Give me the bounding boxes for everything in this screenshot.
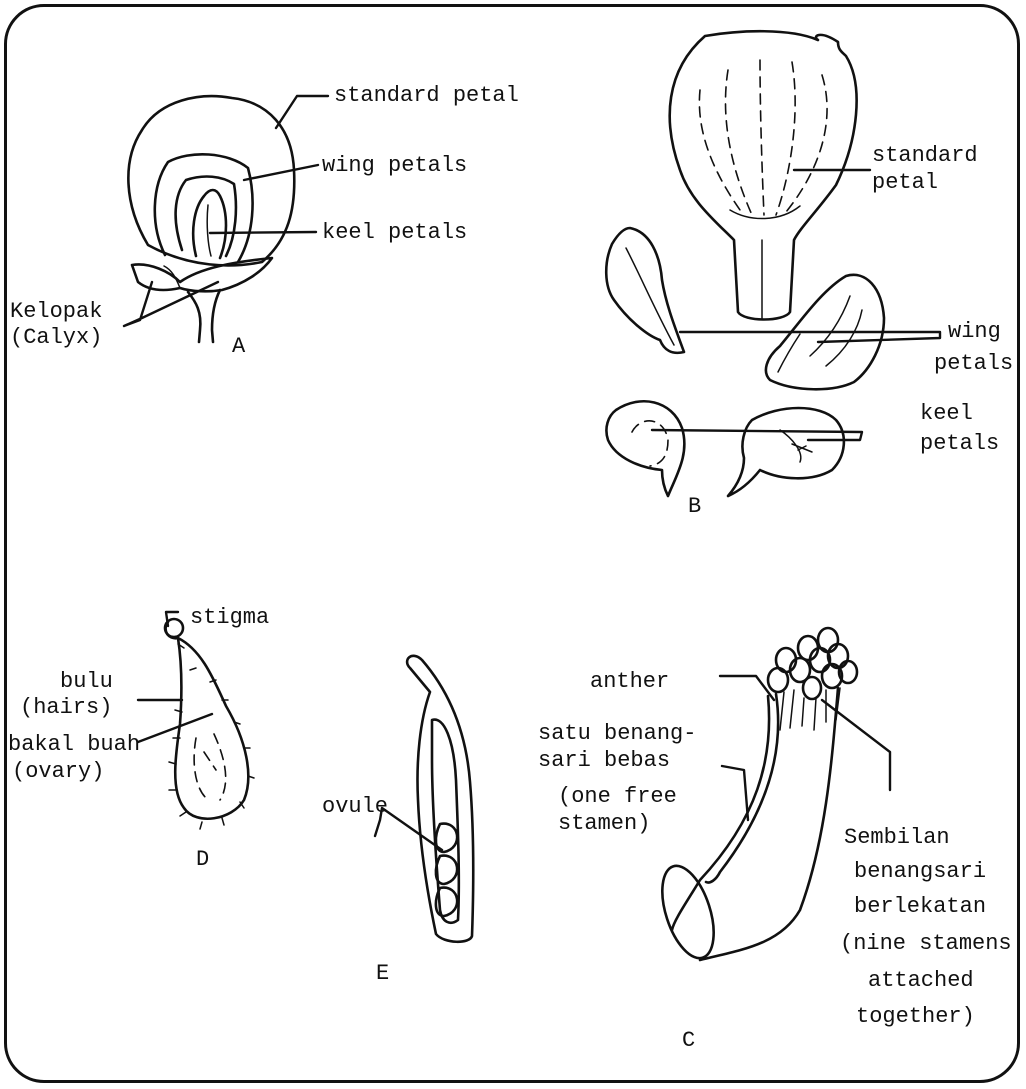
label-c-nine-line6: together) [856,1003,975,1030]
label-d-letter: D [196,846,209,873]
figure-e-ovary-section [407,656,473,942]
label-d-stigma: stigma [190,604,269,631]
label-a-standard-petal: standard petal [334,82,519,109]
label-c-nine-line1: Sembilan [844,824,950,851]
b-right-keel-shading [780,430,812,462]
label-b-wing-line2: petals [934,350,1013,377]
label-c-free-line4: stamen) [558,810,650,837]
b-right-keel-petal [728,408,844,496]
d-pistil-outline [166,622,249,819]
label-c-free-line1: satu benang- [538,720,696,747]
label-c-free-line2: sari bebas [538,747,670,774]
b-left-keel-petal [606,401,684,496]
figure-c-stamens [652,628,857,964]
leader-c-free [722,766,748,820]
b-standard-veins [699,60,827,318]
c-staminal-tube [672,688,838,960]
label-c-free-line3: (one free [558,783,677,810]
label-a-calyx-english: (Calyx) [10,324,102,351]
label-a-wing-petals: wing petals [322,152,467,179]
label-d-ovary-malay: bakal buah [8,731,140,758]
label-a-keel-petals: keel petals [322,219,467,246]
label-b-wing-line1: wing [948,318,1001,345]
a-calyx-detail [164,266,180,288]
leader-a-wing [244,165,318,180]
figure-b-petals [606,31,884,496]
c-free-stamen [706,694,778,883]
a-keel-vein [207,205,211,256]
label-c-anther: anther [590,668,669,695]
c-filaments [780,688,840,730]
label-b-letter: B [688,493,701,520]
a-pedicel [188,290,220,342]
label-d-ovary-english: (ovary) [12,758,104,785]
label-b-standard-line2: petal [872,169,938,196]
label-c-nine-line2: benangsari [854,858,986,885]
leader-b-wing [680,332,940,342]
label-c-letter: C [682,1027,695,1054]
label-d-hairs-malay: bulu [60,668,113,695]
leader-c-anther [720,676,774,700]
a-wing-inner-outline [176,177,236,256]
label-b-keel-line2: petals [920,430,999,457]
label-c-nine-line5: attached [868,967,974,994]
b-left-wing-petal [606,228,684,353]
b-left-keel-vein [632,421,668,466]
e-ovule-2 [436,856,457,884]
label-b-keel-line1: keel [920,400,973,427]
label-c-nine-line4: (nine stamens [840,930,1012,957]
leader-a-standard [276,96,328,128]
c-tube-base [652,860,724,965]
b-standard-petal-outline [670,31,857,319]
label-e-letter: E [376,960,389,987]
figure-d-pistil [165,619,254,829]
label-b-standard-line1: standard [872,142,978,169]
d-ovary-dots [194,734,226,800]
figure-a-flower [128,96,294,342]
label-e-ovule: ovule [322,793,388,820]
label-a-letter: A [232,333,245,360]
leader-a-keel [210,232,316,233]
a-standard-petal-outline [128,96,294,265]
label-c-nine-line3: berlekatan [854,893,986,920]
label-d-hairs-english: (hairs) [20,694,112,721]
c-anthers [768,628,857,699]
a-wing-petal-outline [155,154,253,262]
label-a-calyx-malay: Kelopak [10,298,102,325]
